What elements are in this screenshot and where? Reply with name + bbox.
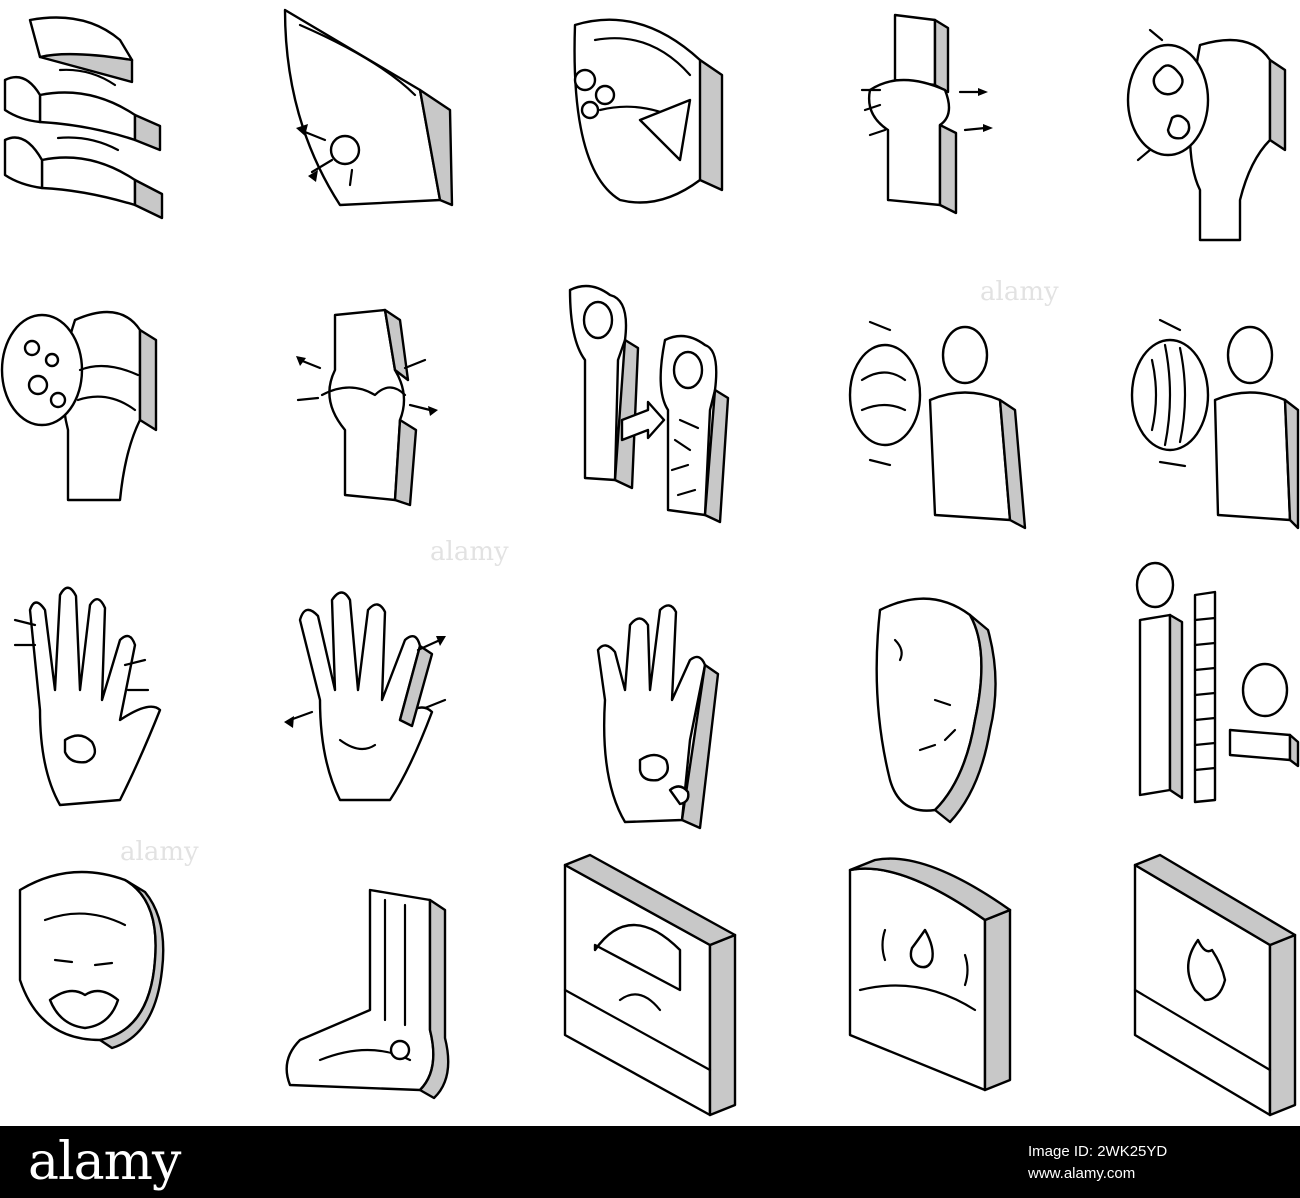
foot-sole-icon [875,597,997,824]
person-joint-magnifier-icon [848,320,1027,530]
hand-skin-spots-icon [596,604,720,830]
watermark-text: alamy [980,277,1059,307]
knee-cells-magnifier-icon [0,310,158,502]
bruised-leg-icon [283,8,454,207]
arthritic-hand-icon [284,591,447,802]
person-spine-icon [1135,561,1300,804]
ankle-foot-joint-icon [285,888,450,1100]
knee-bacteria-magnifier-icon [1126,28,1287,242]
alamy-logo: alamy [28,1132,181,1192]
elderly-woman-icon [18,870,165,1050]
watermark-text: alamy [430,537,509,567]
watermark: alamy alamy alamy [120,277,1059,867]
footer-bar: alamy Image ID: 2WK25YD www.alamy.com [0,1126,1300,1198]
damaged-knee-cartilage-icon [296,308,438,507]
heat-fire-therapy-icon [1133,853,1297,1117]
red-light-therapy-icon [563,853,737,1117]
watermark-text: alamy [120,837,199,867]
intestine-icon [573,18,724,204]
person-muscle-magnifier-icon [1130,318,1300,530]
spine-vertebrae-icon [3,16,164,220]
site-url-link[interactable]: www.alamy.com [1028,1165,1136,1182]
knee-joint-pain-icon [860,13,993,215]
hand-joint-pain-icon [13,586,162,807]
image-id-text: Image ID: 2WK25YD [1028,1143,1168,1160]
healthy-vs-osteoporosis-bone-icon [568,284,730,524]
cold-water-therapy-icon [848,857,1012,1092]
